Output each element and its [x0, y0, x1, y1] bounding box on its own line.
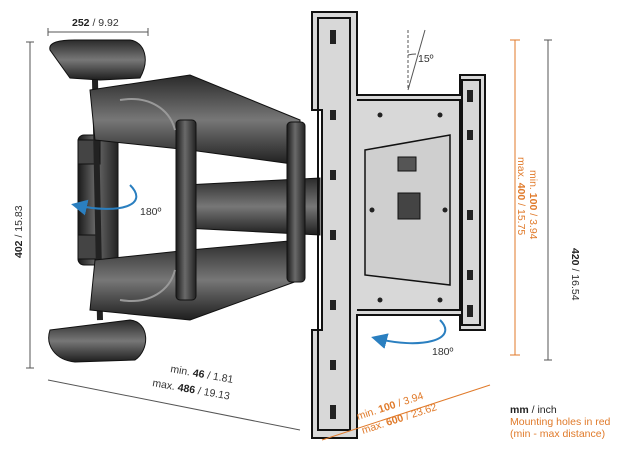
legend-note-1: Mounting holes in red — [510, 416, 611, 428]
swivel-arrow-right — [371, 319, 447, 349]
extension-max-label: max. 486 / 19.13 — [151, 377, 230, 402]
height-label: 402 / 15.83 — [13, 205, 25, 258]
legend-note-2: (min - max distance) — [510, 428, 606, 440]
swivel-arrow-left — [71, 184, 138, 216]
extension-min-label: min. 46 / 1.81 — [169, 363, 234, 386]
top-width-label: 252 / 9.92 — [72, 17, 119, 29]
vesa-vertical-max-label: max. 400 / 15.75 — [515, 157, 527, 235]
swivel-right-angle-label: 180º — [432, 346, 454, 358]
vesa-lines — [321, 39, 520, 441]
wall-plate — [48, 39, 147, 363]
tilt-angle-label: 15º — [418, 53, 434, 65]
dimension-lines — [26, 28, 552, 431]
tilt-indicator — [407, 29, 426, 91]
legend-unit: mm / inch — [510, 404, 557, 416]
tv-bracket — [311, 11, 486, 439]
articulating-arms — [89, 74, 321, 321]
legend: mm / inch Mounting holes in red (min - m… — [510, 404, 618, 440]
swivel-left-angle-label: 180º — [140, 206, 162, 218]
vesa-vertical-min-label: min. 100 / 3.94 — [527, 170, 539, 240]
plate-height-label: 420 / 16.54 — [569, 248, 581, 301]
